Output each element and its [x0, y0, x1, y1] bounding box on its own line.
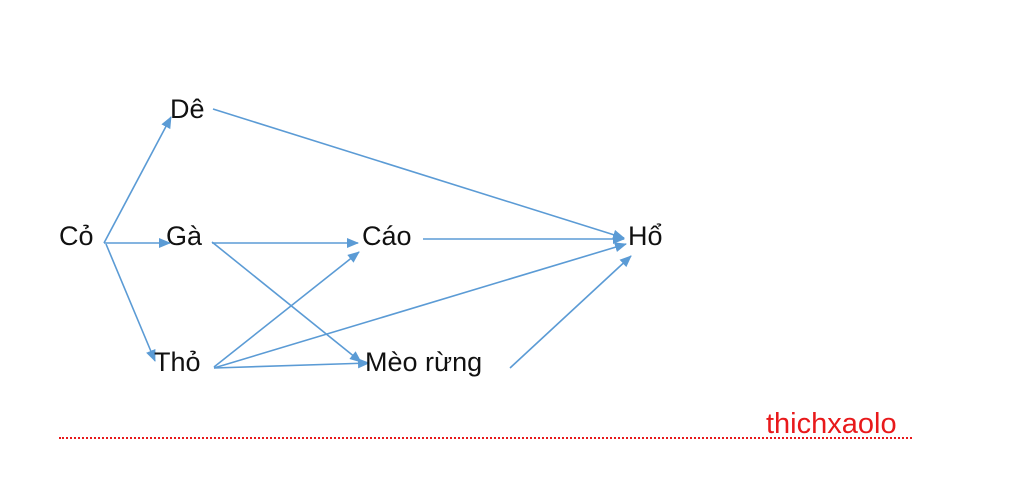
- node-cao: Cáo: [362, 221, 412, 251]
- node-de: Dê: [170, 94, 205, 124]
- node-ho: Hổ: [628, 221, 663, 251]
- arrow-tho-to-meo: [213, 358, 370, 369]
- watermark-text: thichxaolo: [766, 408, 897, 440]
- arrow-de-to-ho: [212, 108, 625, 240]
- arrow-meo-to-ho: [509, 255, 632, 369]
- arrow-ga-to-meo: [211, 241, 362, 363]
- arrow-tho-to-cao: [213, 251, 360, 368]
- arrow-tho-to-ho: [213, 242, 627, 369]
- node-ga: Gà: [166, 221, 203, 251]
- arrow-co-to-de: [103, 116, 172, 244]
- node-meo-rung: Mèo rừng: [365, 347, 483, 377]
- arrow-co-to-tho: [105, 243, 156, 362]
- node-tho: Thỏ: [154, 347, 201, 377]
- dotted-underline: [59, 437, 912, 439]
- node-co: Cỏ: [59, 221, 94, 251]
